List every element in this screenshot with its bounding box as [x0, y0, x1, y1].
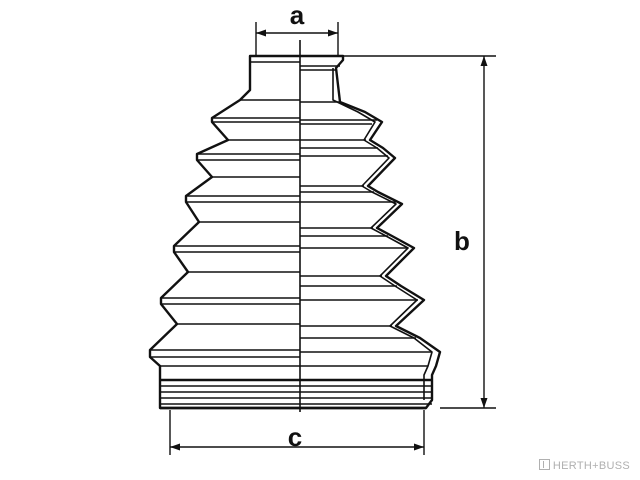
dimension-a [255, 22, 339, 56]
dimension-c [169, 410, 425, 455]
dimension-c-label: c [288, 422, 302, 452]
boot-base-band [160, 365, 432, 410]
dimension-a-label: a [290, 0, 305, 30]
dimension-b-label: b [454, 226, 470, 256]
boot-convolution-lines [150, 61, 432, 367]
dimension-b [343, 55, 496, 409]
watermark: HERTH+BUSS [538, 459, 630, 472]
watermark-text: HERTH+BUSS [552, 460, 630, 472]
herth-buss-logo-icon [538, 459, 550, 470]
boot-outer-profile [148, 54, 442, 410]
